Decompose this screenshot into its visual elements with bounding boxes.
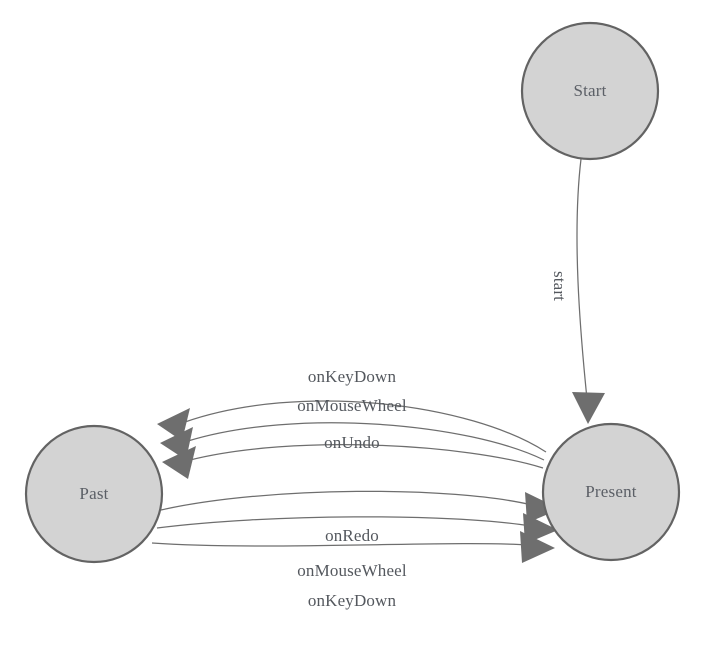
edge-past-to-present-onmousewheel-path xyxy=(156,516,531,529)
edge-past-to-present-onkeydown-arrowhead xyxy=(520,531,555,563)
edge-past-to-present-onredo[interactable]: onRedo xyxy=(160,490,560,545)
edge-present-to-past-onkeydown-label: onKeyDown xyxy=(308,367,397,386)
edge-past-to-present-onkeydown-path xyxy=(151,542,529,547)
node-past-circle xyxy=(24,424,164,564)
node-start-label: Start xyxy=(573,81,606,100)
edge-present-to-past-onkeydown-path xyxy=(184,400,547,453)
node-past[interactable]: Past xyxy=(24,424,164,564)
edge-start-arrowhead xyxy=(572,392,605,424)
edge-present-to-past-onundo-arrowhead xyxy=(162,446,196,479)
node-past-label: Past xyxy=(79,484,108,503)
edge-present-to-past-onmousewheel-label: onMouseWheel xyxy=(297,396,407,415)
edge-start[interactable]: start xyxy=(550,158,605,424)
edge-past-to-present-onkeydown[interactable]: onKeyDown xyxy=(151,531,555,610)
edge-present-to-past-onundo-label: onUndo xyxy=(324,433,380,452)
node-start-circle xyxy=(520,21,660,161)
edge-start-label: start xyxy=(550,271,569,301)
edge-present-to-past-onundo[interactable]: onUndo xyxy=(162,433,544,479)
node-present[interactable]: Present xyxy=(541,422,681,562)
edge-past-to-present-onredo-arrowhead xyxy=(525,492,560,523)
edge-past-to-present-onmousewheel-label: onMouseWheel xyxy=(297,561,407,580)
node-start[interactable]: Start xyxy=(520,21,660,161)
node-present-label: Present xyxy=(585,482,637,501)
edge-past-to-present-onkeydown-label: onKeyDown xyxy=(308,591,397,610)
edge-past-to-present-onredo-path xyxy=(160,490,533,511)
edge-start-path xyxy=(576,158,588,400)
edge-past-to-present-onmousewheel[interactable]: onMouseWheel xyxy=(156,513,558,580)
edge-past-to-present-onredo-label: onRedo xyxy=(325,526,379,545)
edge-present-to-past-onundo-path xyxy=(189,444,544,469)
edge-past-to-present-onmousewheel-arrowhead xyxy=(523,513,558,544)
edge-present-to-past-onmousewheel-path xyxy=(187,422,545,461)
node-present-circle xyxy=(541,422,681,562)
